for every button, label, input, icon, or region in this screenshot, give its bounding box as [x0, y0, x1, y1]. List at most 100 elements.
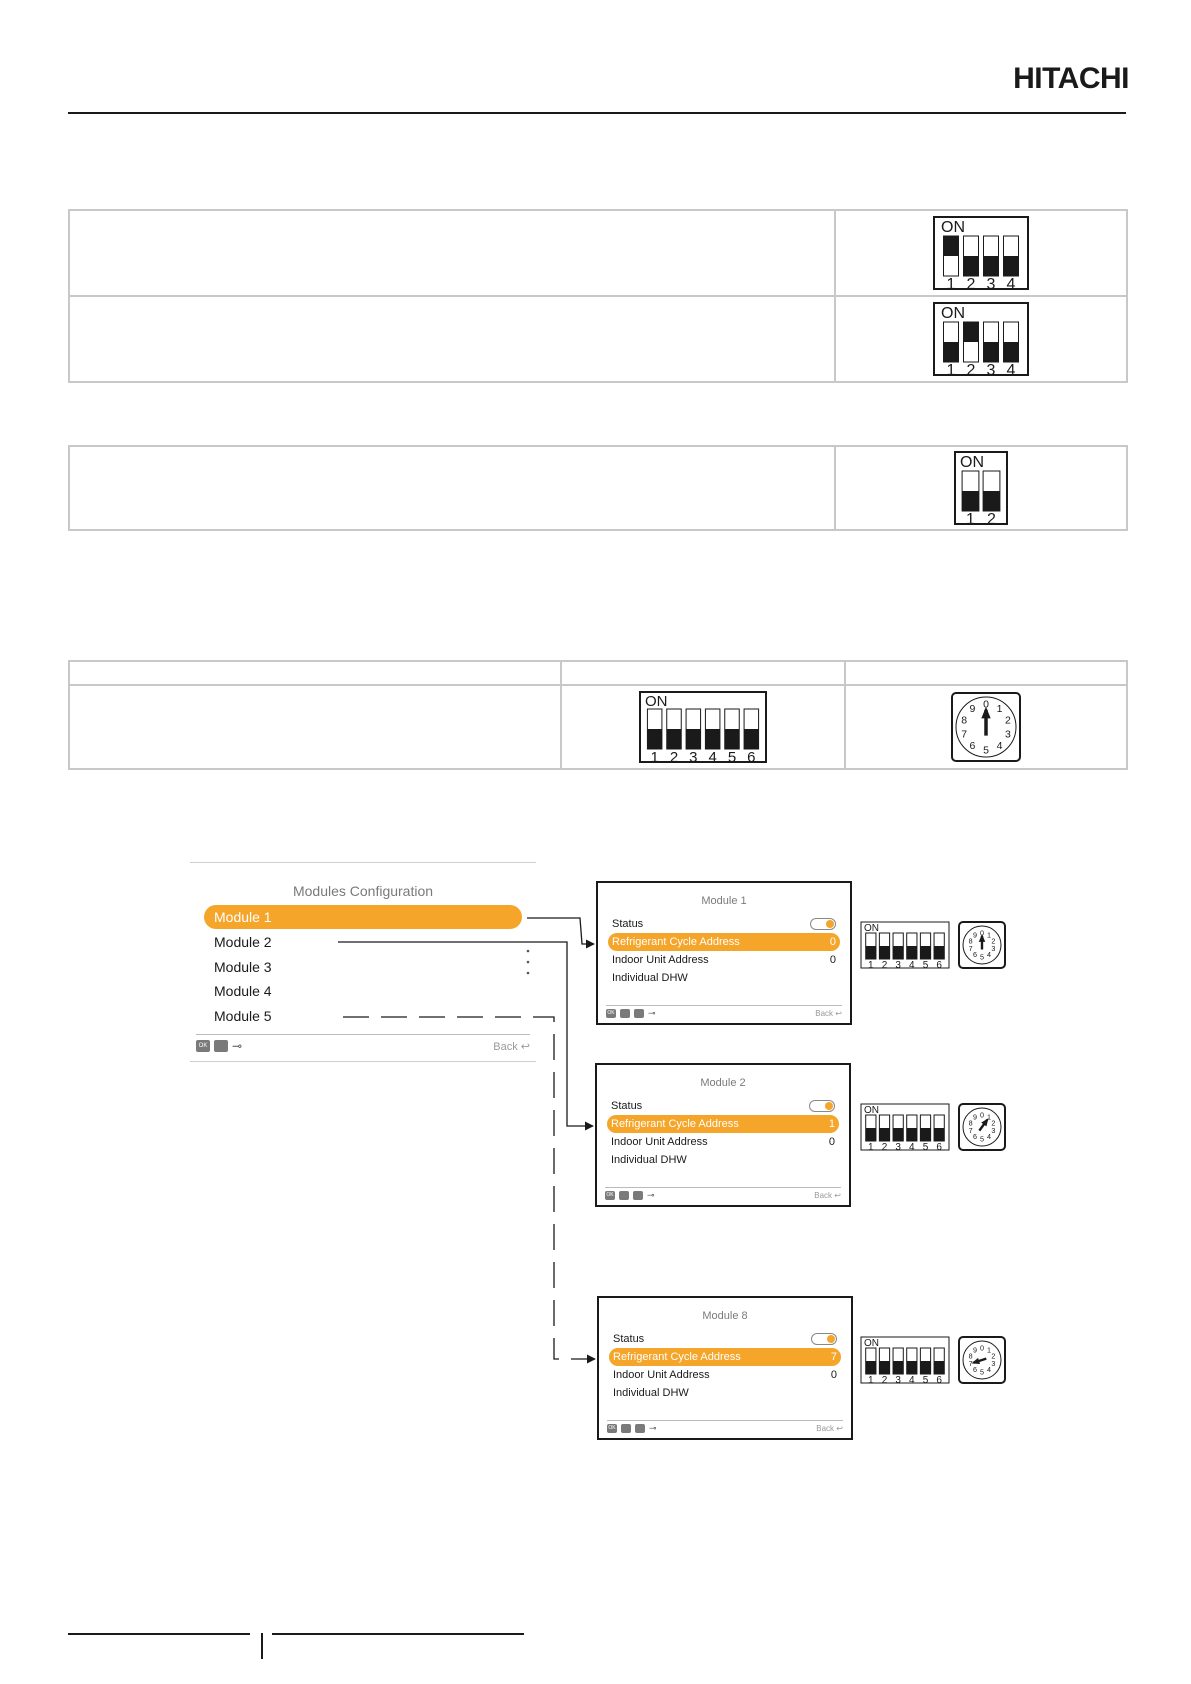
dip-number-label: 4: [1007, 276, 1016, 290]
module-item-1[interactable]: Module 1: [204, 905, 522, 929]
screen-title: Module 2: [700, 1077, 746, 1089]
dip-knob-off: [934, 1128, 945, 1141]
dip-knob-off: [906, 1128, 917, 1141]
dip-knob-off: [934, 946, 945, 959]
dip-number-label: 5: [923, 960, 929, 969]
dip-number-label: 1: [868, 1375, 874, 1384]
back-button[interactable]: Back ↩: [816, 1423, 843, 1433]
rotary-digit-label: 2: [991, 1119, 995, 1128]
back-arrow-icon: ↩: [834, 1190, 841, 1200]
dip-knob-off: [893, 1361, 904, 1374]
dip-knob-off: [983, 256, 999, 276]
module-item-3[interactable]: Module 3: [214, 959, 272, 975]
individual-dhw-row[interactable]: Individual DHW: [613, 1387, 689, 1399]
rotary-digit-label: 6: [973, 1365, 977, 1374]
module-item-2[interactable]: Module 2: [214, 934, 272, 950]
rotary-digit-label: 0: [980, 1343, 984, 1352]
adjust-icon[interactable]: [634, 1008, 644, 1018]
back-button[interactable]: Back ↩: [493, 1040, 530, 1053]
panel-footer: OK ⊸ Back ↩: [196, 1034, 530, 1057]
back-button[interactable]: Back ↩: [814, 1190, 841, 1200]
wrench-icon[interactable]: ⊸: [232, 1039, 243, 1053]
wrench-icon[interactable]: ⊸: [648, 1007, 656, 1018]
dip-knob-off: [686, 729, 701, 749]
status-toggle[interactable]: [810, 918, 836, 930]
status-row[interactable]: Status: [609, 1330, 841, 1348]
dip-number-label: 4: [909, 960, 915, 969]
dip-number-label: 2: [882, 960, 888, 969]
navigate-icon[interactable]: [619, 1190, 629, 1200]
connector-module-1: [527, 917, 595, 949]
adjust-icon[interactable]: [633, 1190, 643, 1200]
rotary-digit-label: 0: [980, 1110, 984, 1119]
status-row[interactable]: Status: [607, 1097, 839, 1115]
status-toggle[interactable]: [809, 1100, 835, 1112]
navigate-icon[interactable]: [214, 1040, 228, 1052]
wrench-icon[interactable]: ⊸: [647, 1189, 655, 1200]
rotary-digit-label: 9: [973, 1113, 977, 1122]
dip-number-label: 4: [909, 1142, 915, 1151]
panel-title: Modules Configuration: [292, 883, 434, 899]
back-arrow-icon: ↩: [836, 1423, 843, 1433]
dip-number-label: 2: [967, 362, 976, 376]
dip-on-label: ON: [941, 305, 965, 322]
navigate-icon[interactable]: [620, 1008, 630, 1018]
dip-number-label: 2: [670, 749, 678, 763]
back-arrow-icon: ↩: [520, 1040, 530, 1053]
dip-knob-off: [943, 342, 959, 362]
ellipsis-dot: [526, 971, 530, 975]
rotary-digit-label: 4: [997, 740, 1003, 752]
ok-icon[interactable]: OK: [606, 1008, 616, 1018]
status-toggle[interactable]: [811, 1333, 837, 1345]
dip-knob-off: [983, 491, 1000, 511]
dip-number-label: 6: [936, 1375, 942, 1384]
module-item-5[interactable]: Module 5: [214, 1008, 272, 1024]
rotary-digit-label: 2: [991, 1352, 995, 1361]
rotary-digit-label: 8: [969, 1119, 973, 1128]
back-arrow-icon: ↩: [835, 1008, 842, 1018]
dip-number-label: 3: [987, 276, 996, 290]
footer-divider: [261, 1633, 263, 1659]
rotary-pointer-arrow: [978, 933, 986, 942]
description-cell: [68, 209, 836, 297]
individual-dhw-row[interactable]: Individual DHW: [611, 1154, 687, 1166]
dip-knob-off: [865, 1361, 876, 1374]
screen-title: Module 1: [701, 895, 747, 907]
individual-dhw-row[interactable]: Individual DHW: [612, 972, 688, 984]
rotary-digit-label: 9: [970, 703, 976, 715]
navigate-icon[interactable]: [621, 1423, 631, 1433]
dip-knob-off: [1003, 342, 1019, 362]
ok-icon[interactable]: OK: [605, 1190, 615, 1200]
rotary-digit-label: 3: [1005, 729, 1011, 741]
module-item-4[interactable]: Module 4: [214, 983, 272, 999]
dip-on-label: ON: [960, 454, 984, 471]
rotary-digit-label: 4: [987, 1365, 991, 1374]
ok-icon[interactable]: OK: [196, 1040, 210, 1052]
adjust-icon[interactable]: [635, 1423, 645, 1433]
back-button[interactable]: Back ↩: [815, 1008, 842, 1018]
rotary-digit-label: 9: [973, 931, 977, 940]
status-row[interactable]: Status: [608, 915, 840, 933]
rotary-digit-label: 5: [980, 1134, 984, 1143]
rotary-digit-label: 8: [969, 937, 973, 946]
dip-on-label: ON: [864, 923, 879, 934]
dip-number-label: 3: [895, 1142, 901, 1151]
rotary-digit-label: 7: [969, 1126, 973, 1135]
wrench-icon[interactable]: ⊸: [649, 1422, 657, 1433]
ok-icon[interactable]: OK: [607, 1423, 617, 1433]
